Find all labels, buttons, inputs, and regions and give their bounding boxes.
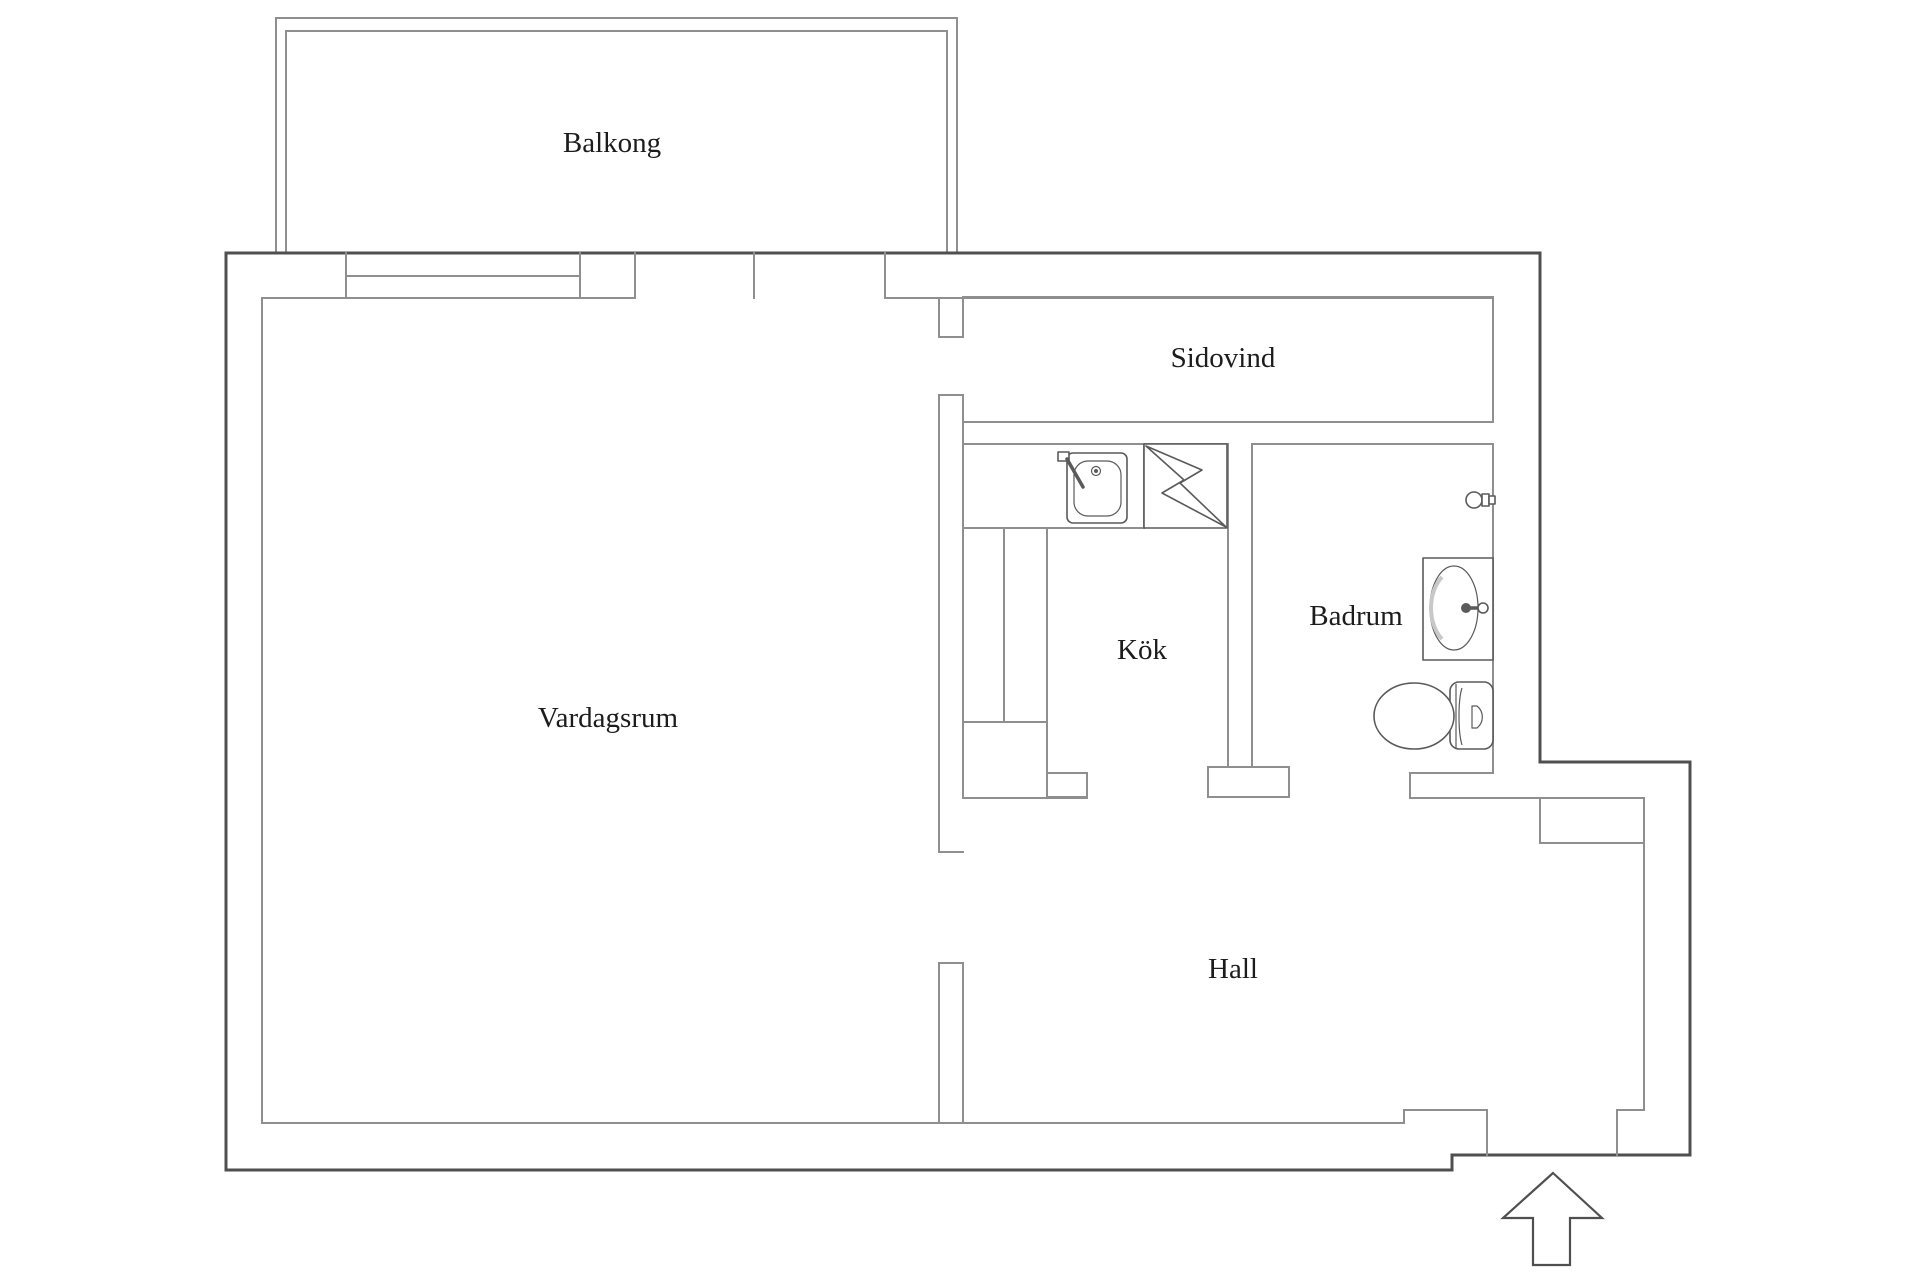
balcony-outline — [275, 17, 958, 254]
toilet-icon — [1373, 681, 1494, 750]
kitchen-sink-icon — [1057, 451, 1128, 524]
bathroom-sink-icon — [1422, 557, 1494, 661]
room-label-vardagsrum: Vardagsrum — [538, 702, 679, 734]
room-label-hall: Hall — [1208, 953, 1258, 985]
livingroom-interior-walls — [261, 297, 1405, 1124]
room-label-kok: Kök — [1117, 634, 1167, 666]
wall-tap-icon — [1465, 491, 1496, 509]
stove-icon — [1143, 443, 1228, 529]
room-label-badrum: Badrum — [1309, 600, 1403, 632]
sidovind-interior-walls — [962, 296, 1494, 423]
window-band — [261, 252, 1494, 299]
livingroom-kitchen-wall — [938, 297, 964, 1124]
room-label-balkong: Balkong — [563, 127, 661, 159]
entrance-arrow-icon — [1500, 1171, 1605, 1267]
exterior-walls — [224, 251, 1692, 1172]
hall-interior-walls — [1403, 797, 1645, 1156]
room-label-sidovind: Sidovind — [1171, 342, 1276, 374]
